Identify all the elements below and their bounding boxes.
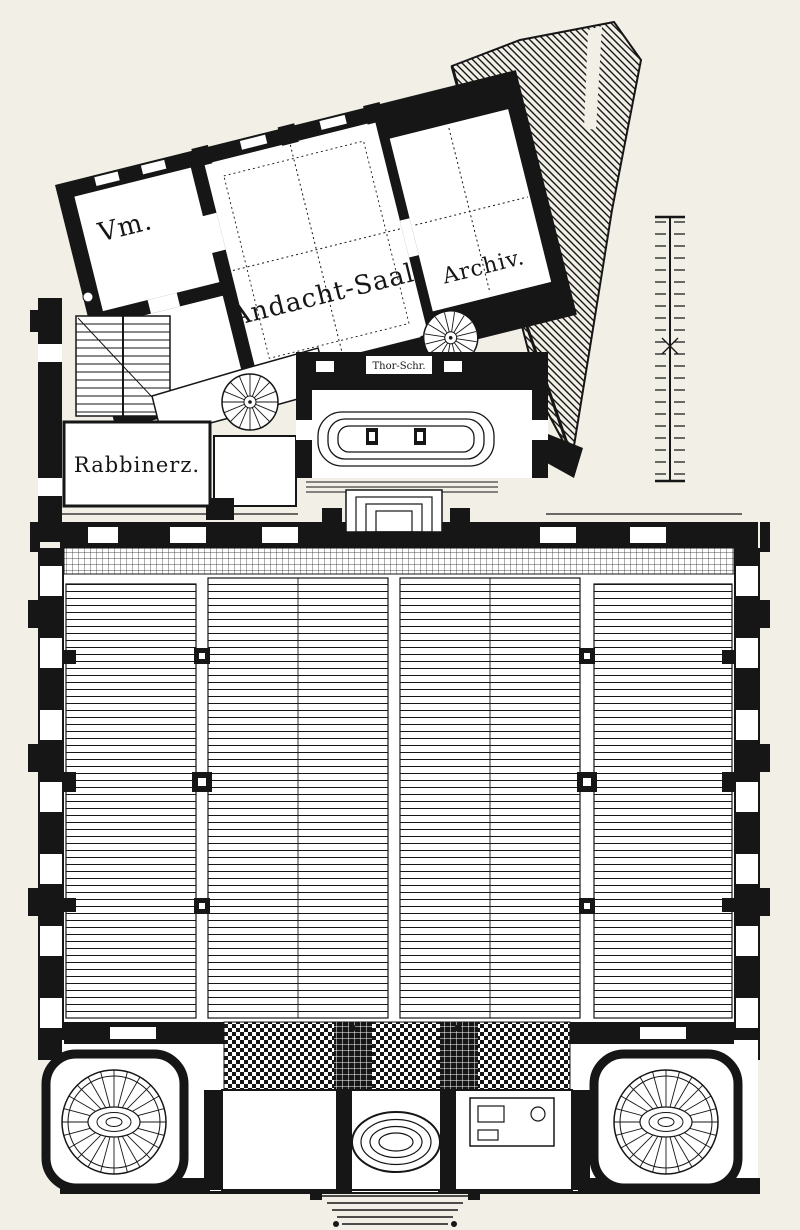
columns xyxy=(192,648,597,914)
room-archiv xyxy=(389,109,552,312)
wall-pilasters xyxy=(62,650,736,912)
bimah-steps xyxy=(322,489,470,533)
spiral-stair xyxy=(418,305,483,370)
torah-ark-area: Thor-Schr. xyxy=(296,352,548,493)
porter-room xyxy=(469,1097,555,1147)
entrance-oval xyxy=(351,1111,441,1173)
room-rabbinerz xyxy=(62,420,212,508)
ark-label-box xyxy=(366,356,432,374)
room-label-rabbinerz: Rabbinerz. xyxy=(74,453,200,477)
stair-right xyxy=(589,1049,743,1193)
winding-stair xyxy=(221,373,279,431)
ark-label: Thor-Schr. xyxy=(372,361,425,372)
round-window xyxy=(82,291,94,303)
checker-floor xyxy=(223,1021,571,1093)
pews-right-outer xyxy=(593,583,733,1019)
left-annex: Rabbinerz. xyxy=(30,291,331,542)
mosaic-strip xyxy=(63,547,735,575)
main-staircase xyxy=(75,315,171,417)
scale-bar xyxy=(655,215,685,483)
stair-left xyxy=(41,1049,189,1193)
room-vm xyxy=(74,167,220,312)
annex-wing: Vm. Andacht-Saal. Archiv. xyxy=(55,70,577,430)
main-hall xyxy=(28,489,770,1060)
corridor xyxy=(213,435,297,507)
vestibule xyxy=(41,1021,760,1227)
pews-left-outer xyxy=(65,583,197,1019)
entrance-steps xyxy=(310,1190,480,1227)
